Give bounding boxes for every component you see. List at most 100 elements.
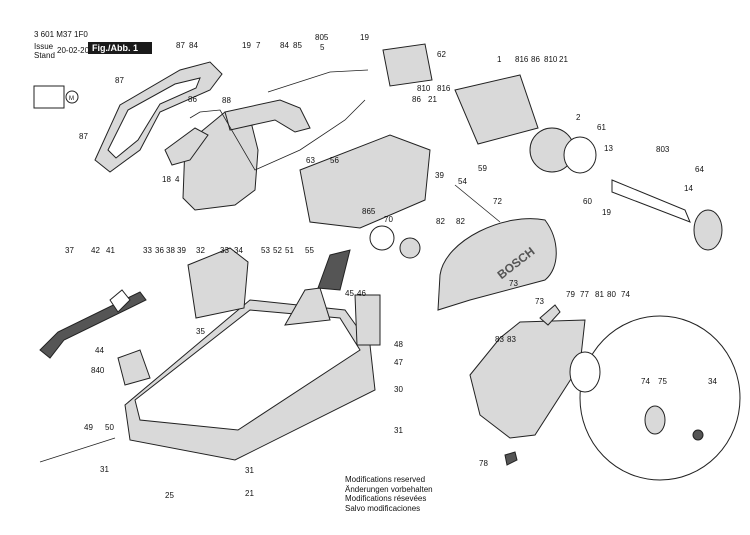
callout-label: 38: [166, 246, 175, 255]
callout-label: 19: [360, 33, 369, 42]
callout-label: 840: [91, 366, 105, 375]
callout-label: 50: [105, 423, 114, 432]
callout-label: 61: [597, 123, 606, 132]
callout-label: 70: [384, 215, 393, 224]
callout-label: 1: [497, 55, 502, 64]
note-line: Änderungen vorbehalten: [345, 484, 433, 494]
issue-date: 20-02-20: [57, 46, 90, 55]
callout-label: 41: [106, 246, 115, 255]
callout-label: 47: [394, 358, 403, 367]
callout-label: 48: [394, 340, 403, 349]
callout-label: 33: [220, 246, 229, 255]
callout-label: 83: [495, 335, 504, 344]
callout-label: 2: [576, 113, 581, 122]
callout-label: 49: [84, 423, 93, 432]
callout-label: 25: [165, 491, 174, 500]
callout-label: 816: [437, 84, 451, 93]
callout-label: 63: [306, 156, 315, 165]
callout-label: 42: [91, 246, 100, 255]
callout-label: 35: [196, 327, 205, 336]
callout-labels: 87 84 87 87 18 4 86 19 7 88 84 85 805 5 …: [65, 33, 717, 500]
callout-label: 810: [417, 84, 431, 93]
callout-label: 7: [256, 41, 261, 50]
callout-label: 45: [345, 289, 354, 298]
callout-label: 87: [79, 132, 88, 141]
wheel-guard: BOSCH: [437, 218, 557, 311]
callout-label: 34: [708, 377, 717, 386]
callout-label: 56: [330, 156, 339, 165]
callout-label: 74: [621, 290, 630, 299]
callout-label: 80: [607, 290, 616, 299]
callout-label: 21: [428, 95, 437, 104]
callout-label: 39: [435, 171, 444, 180]
callout-label: 77: [580, 290, 589, 299]
callout-label: 13: [604, 144, 613, 153]
stand-label: Stand: [34, 51, 55, 60]
base-plate: [39, 247, 381, 463]
callout-label: 82: [436, 217, 445, 226]
motor-assembly: [299, 43, 723, 259]
callout-label: 55: [305, 246, 314, 255]
callout-label: 34: [234, 246, 243, 255]
callout-label: 60: [583, 197, 592, 206]
figure-badge: Fig./Abb. 1: [88, 42, 152, 54]
callout-label: 4: [175, 175, 180, 184]
callout-label: 75: [658, 377, 667, 386]
callout-label: 88: [222, 96, 231, 105]
callout-label: 21: [245, 489, 254, 498]
callout-label: 46: [357, 289, 366, 298]
part-number: 3 601 M37 1F0: [34, 30, 88, 39]
callout-label: 62: [437, 50, 446, 59]
modification-notes: Modifications reserved Änderungen vorbeh…: [345, 475, 433, 513]
callout-label: 87: [115, 76, 124, 85]
callout-label: 74: [641, 377, 650, 386]
callout-label: 81: [595, 290, 604, 299]
callout-label: 19: [242, 41, 251, 50]
callout-label: 44: [95, 346, 104, 355]
blade-assembly: [469, 304, 741, 481]
callout-label: 79: [566, 290, 575, 299]
callout-label: 816: [515, 55, 529, 64]
callout-label: 52: [273, 246, 282, 255]
callout-label: 14: [684, 184, 693, 193]
callout-label: 78: [479, 459, 488, 468]
callout-label: 51: [285, 246, 294, 255]
callout-label: 64: [695, 165, 704, 174]
callout-label: 39: [177, 246, 186, 255]
issue-label: Issue: [34, 42, 54, 51]
svg-text:M: M: [69, 96, 74, 102]
callout-label: 803: [656, 145, 670, 154]
callout-label: 30: [394, 385, 403, 394]
callout-label: 31: [394, 426, 403, 435]
note-line: Modifications reserved: [345, 475, 426, 484]
callout-label: 31: [245, 466, 254, 475]
callout-label: 18: [162, 175, 171, 184]
callout-label: 810: [544, 55, 558, 64]
callout-label: 5: [320, 43, 325, 52]
callout-label: 21: [559, 55, 568, 64]
callout-label: 84: [280, 41, 289, 50]
callout-label: 31: [100, 465, 109, 474]
callout-label: 73: [535, 297, 544, 306]
callout-label: 54: [458, 177, 467, 186]
callout-label: 87: [176, 41, 185, 50]
callout-label: 82: [456, 217, 465, 226]
callout-label: 805: [315, 33, 329, 42]
note-line: Modifications résevées: [345, 494, 427, 503]
callout-label: 86: [412, 95, 421, 104]
callout-label: 33: [143, 246, 152, 255]
callout-label: 36: [155, 246, 164, 255]
callout-label: 86: [531, 55, 540, 64]
note-line: Salvo modificaciones: [345, 503, 421, 513]
callout-label: 53: [261, 246, 270, 255]
callout-label: 32: [196, 246, 205, 255]
callout-label: 37: [65, 246, 74, 255]
callout-label: 73: [509, 279, 518, 288]
callout-label: 85: [293, 41, 302, 50]
callout-label: 84: [189, 41, 198, 50]
callout-label: 72: [493, 197, 502, 206]
callout-label: 865: [362, 207, 376, 216]
callout-label: 59: [478, 164, 487, 173]
